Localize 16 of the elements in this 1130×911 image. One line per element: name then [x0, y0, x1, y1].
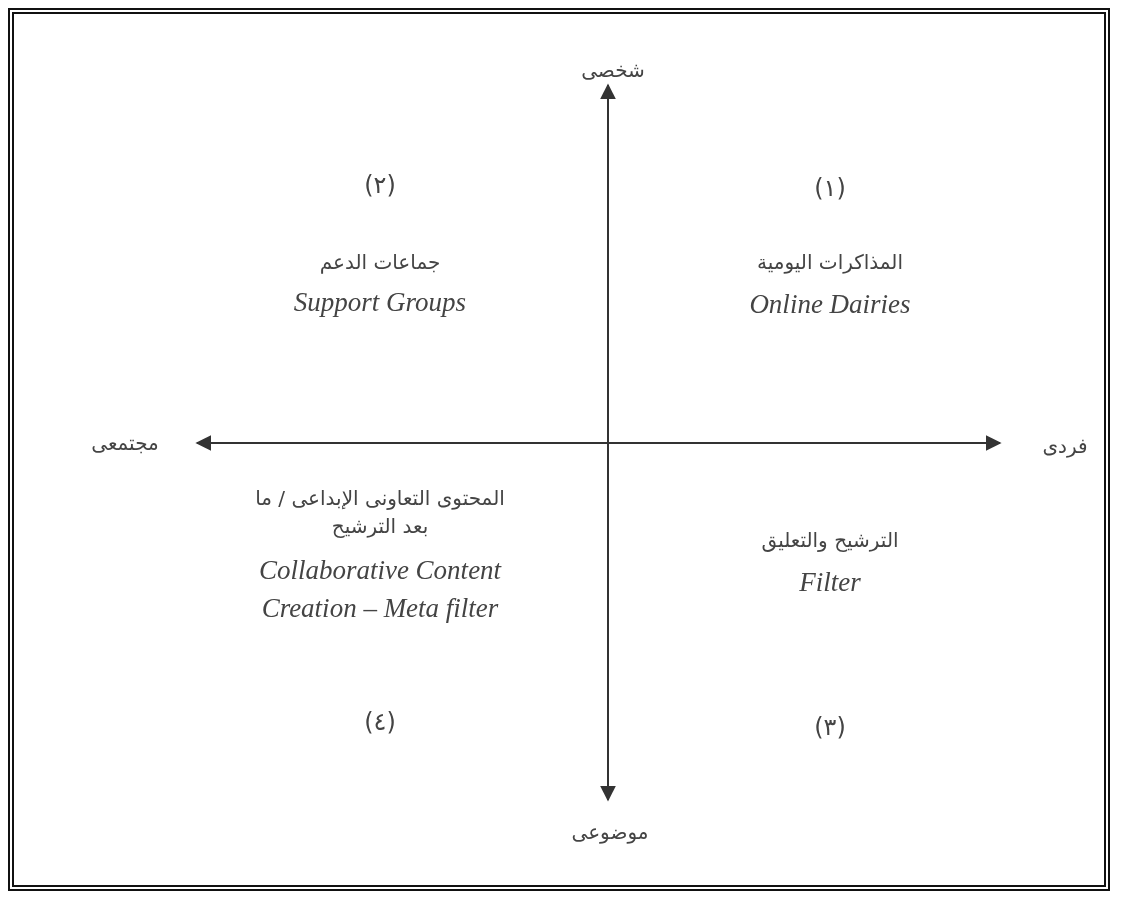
quadrant-number: (٤): [364, 708, 396, 736]
quadrant-title: المذاكرات اليومية: [756, 250, 904, 274]
quadrant-title: Support Groups: [293, 286, 467, 318]
quadrant-number: (٣): [814, 713, 846, 741]
quadrant-title: Online Dairies: [749, 288, 911, 320]
axis-label: موضوعى: [571, 820, 649, 844]
axis-label: شخصى: [581, 58, 645, 82]
quadrant-title: المحتوى التعاونى الإبداعى / ما بعد الترشيح: [255, 485, 505, 540]
quadrant-title: الترشيح والتعليق: [761, 528, 899, 552]
quadrant-number: (١): [814, 174, 846, 202]
axis-label: مجتمعى: [91, 431, 159, 455]
quadrant-number: (٢): [364, 171, 396, 199]
quadrant-title: Filter: [799, 566, 861, 598]
quadrant-title: جماعات الدعم: [319, 250, 441, 274]
axis-label: فردى: [1042, 434, 1088, 458]
quadrant-title: Collaborative Content Creation – Meta filter: [257, 554, 503, 625]
